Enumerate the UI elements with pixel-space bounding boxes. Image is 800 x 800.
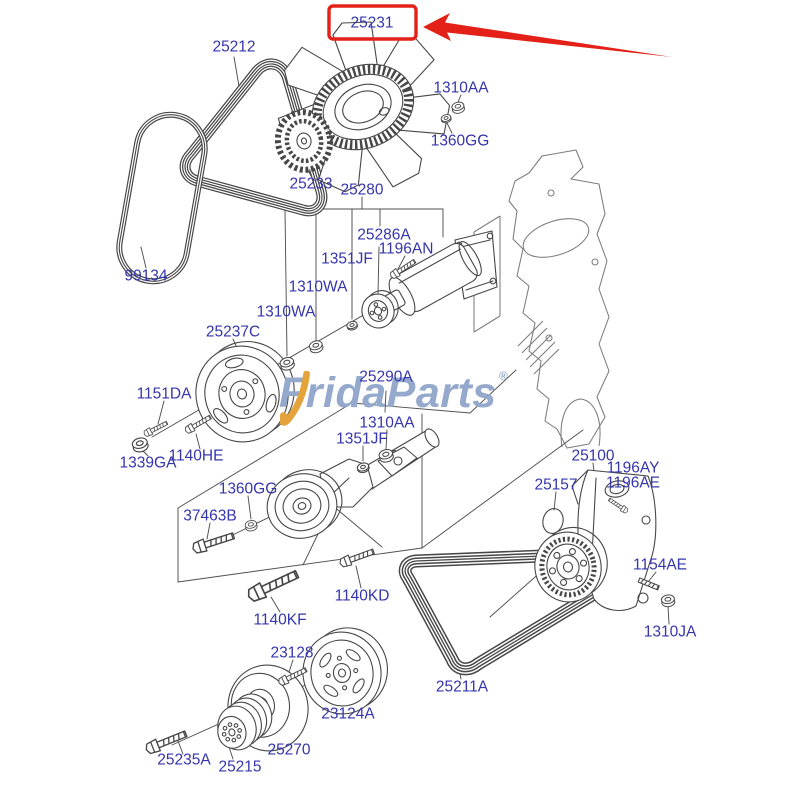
ribbed-pulley-drawing: [217, 693, 273, 751]
bolt-1140KF: [244, 566, 302, 605]
belt-99134: [114, 109, 210, 286]
part-label-25212: 25212: [212, 38, 256, 56]
part-label-25235A: 25235A: [157, 751, 211, 769]
highlight-box: [327, 4, 418, 41]
watermark-swoosh-icon: [280, 371, 310, 426]
highlight-arrow: [423, 13, 672, 57]
pulley-25237C-drawing: [195, 340, 295, 443]
part-label-37463B: 37463B: [183, 507, 237, 525]
part-label-25100: 25100: [571, 447, 615, 465]
stud-1154AE: [637, 577, 660, 591]
part-label-1310JA: 1310JA: [643, 623, 697, 641]
part-label-25211A: 25211A: [435, 678, 489, 696]
bolt-37463B: [190, 529, 237, 556]
fridayparts-watermark: Frida Parts ®: [279, 369, 509, 426]
part-label-1196AE: 1196AE: [605, 474, 661, 492]
gasket-25157-drawing: [542, 508, 564, 534]
part-label-1154AE: 1154AE: [632, 556, 688, 574]
part-label-25231: 25231: [350, 14, 394, 32]
engine-block-sketch: [473, 149, 610, 449]
part-label-25280: 25280: [340, 181, 384, 199]
part-label-1310WA-2: 1310WA: [256, 303, 316, 321]
cooling-fan-drawing: [277, 21, 451, 193]
part-label-1360GG: 1360GG: [430, 132, 490, 150]
fan-clutch-drawing: [274, 109, 334, 173]
part-label-1310WA: 1310WA: [288, 278, 348, 296]
registered-mark: ®: [498, 369, 509, 383]
part-label-1140HE: 1140HE: [168, 447, 224, 465]
part-label-1310AA-2: 1310AA: [359, 414, 415, 432]
part-label-1140KD: 1140KD: [334, 587, 390, 605]
water-pump-drawing: [534, 469, 657, 612]
part-label-1360GG-2: 1360GG: [218, 480, 278, 498]
fan-pulley-bracket-drawing: [361, 230, 498, 329]
part-label-1196AY: 1196AY: [606, 459, 660, 477]
nut-1360GG-mid: [243, 518, 259, 533]
fasteners: [130, 100, 676, 757]
part-label-25290A: 25290A: [359, 368, 413, 386]
part-label-25157: 25157: [534, 476, 578, 494]
part-label-25270: 25270: [267, 741, 311, 759]
part-label-99134: 99134: [124, 267, 168, 285]
washer-1351JF-upper: [345, 319, 359, 332]
part-label-1351JF-2: 1351JF: [336, 430, 388, 448]
part-label-1196AN: 1196AN: [378, 240, 434, 258]
nut-1310WA-upper: [307, 338, 325, 355]
part-label-23128: 23128: [270, 644, 314, 662]
watermark-suffix: Parts: [386, 369, 497, 417]
part-label-25237C: 25237C: [205, 323, 261, 341]
nut-1310AA-top: [450, 100, 466, 115]
part-label-25233: 25233: [289, 175, 333, 193]
part-label-1339GA: 1339GA: [119, 454, 177, 472]
part-label-25286A: 25286A: [357, 226, 411, 244]
crank-pulley-drawing: [302, 627, 388, 715]
part-label-23124A: 23124A: [321, 705, 375, 723]
part-label-1140KF: 1140KF: [253, 611, 307, 629]
nut-1310JA: [660, 593, 676, 608]
part-label-1151DA: 1151DA: [136, 385, 192, 403]
part-label-25215: 25215: [218, 758, 262, 776]
bolt-1140KD: [337, 546, 376, 570]
part-label-1351JF: 1351JF: [321, 250, 373, 268]
nut-1339GA: [130, 435, 150, 455]
part-label-1310AA: 1310AA: [433, 79, 489, 97]
